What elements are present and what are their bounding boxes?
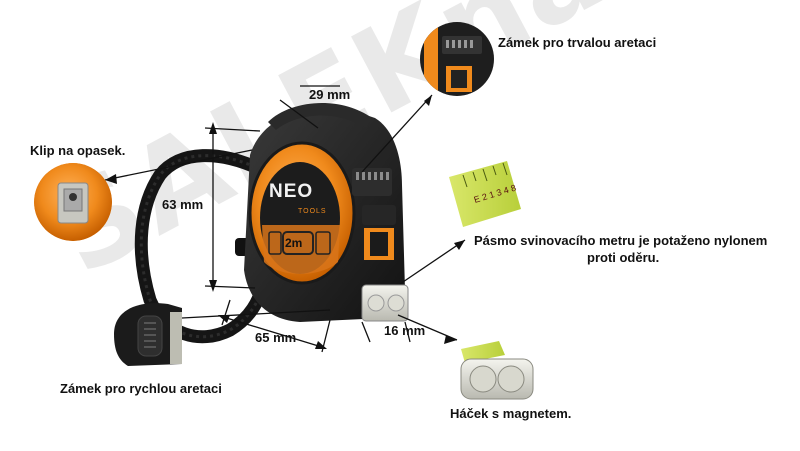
arrow-heads <box>105 95 465 349</box>
dimension-hook-width: 16 mm <box>384 323 426 338</box>
tape-coating-label-line2: proti oděru. <box>587 250 660 265</box>
permanent-lock-photo <box>420 22 494 96</box>
dimension-height: 63 mm <box>162 197 204 212</box>
dimension-top-width: 29 mm <box>309 87 351 102</box>
dimension-lines <box>104 85 466 353</box>
belt-clip-label: Klip na opasek. <box>30 143 126 158</box>
dimension-depth: 65 mm <box>255 330 297 345</box>
magnet-hook-label: Háček s magnetem. <box>450 406 572 421</box>
tape-coating-label-line1: Pásmo svinovacího metru je potaženo nylo… <box>474 233 768 248</box>
length-badge: 2m <box>285 236 303 250</box>
belt-clip-photo <box>34 163 112 241</box>
quick-lock-photo <box>114 303 182 366</box>
permanent-lock-label: Zámek pro trvalou aretaci <box>498 35 657 50</box>
magnet-hook-photo <box>460 341 534 400</box>
brand-sub: TOOLS <box>298 208 327 215</box>
brand-logo: NEO <box>269 181 314 202</box>
tape-coating-photo: E 2 1 3 4 8 <box>449 161 521 227</box>
quick-lock-label: Zámek pro rychlou aretaci <box>60 381 222 396</box>
